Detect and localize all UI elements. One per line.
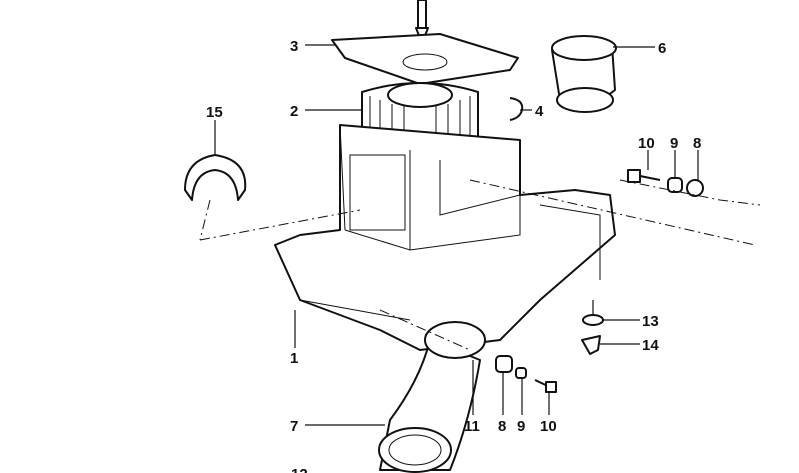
grommet-and-nut bbox=[581, 314, 604, 355]
lid-part bbox=[331, 33, 519, 85]
callout-4: 4 bbox=[535, 103, 544, 120]
intake-hose-part bbox=[378, 321, 486, 473]
callout-15: 15 bbox=[206, 104, 223, 121]
callout-13: 13 bbox=[642, 313, 659, 330]
callout-1: 1 bbox=[290, 350, 298, 367]
callout-3: 3 bbox=[290, 38, 298, 55]
callout-11: 11 bbox=[464, 418, 480, 435]
housing-part bbox=[274, 124, 616, 351]
lower-fasteners bbox=[495, 355, 557, 393]
callout-2: 2 bbox=[290, 103, 298, 120]
callout-9-upper: 9 bbox=[670, 135, 678, 152]
upper-fasteners bbox=[627, 169, 704, 197]
callout-9-lower: 9 bbox=[517, 418, 525, 435]
callout-8-lower: 8 bbox=[498, 418, 506, 435]
clamp-part bbox=[509, 97, 524, 121]
callout-14: 14 bbox=[642, 337, 659, 354]
callout-8-upper: 8 bbox=[693, 135, 701, 152]
rubber-boot-part bbox=[551, 35, 617, 113]
callout-12: 12 bbox=[291, 466, 308, 473]
callout-7: 7 bbox=[290, 418, 298, 435]
callout-10-upper: 10 bbox=[638, 135, 655, 152]
sensor-part bbox=[415, 0, 429, 39]
clip-part bbox=[184, 154, 247, 201]
callout-10-lower: 10 bbox=[540, 418, 557, 435]
callout-6: 6 bbox=[658, 40, 666, 57]
